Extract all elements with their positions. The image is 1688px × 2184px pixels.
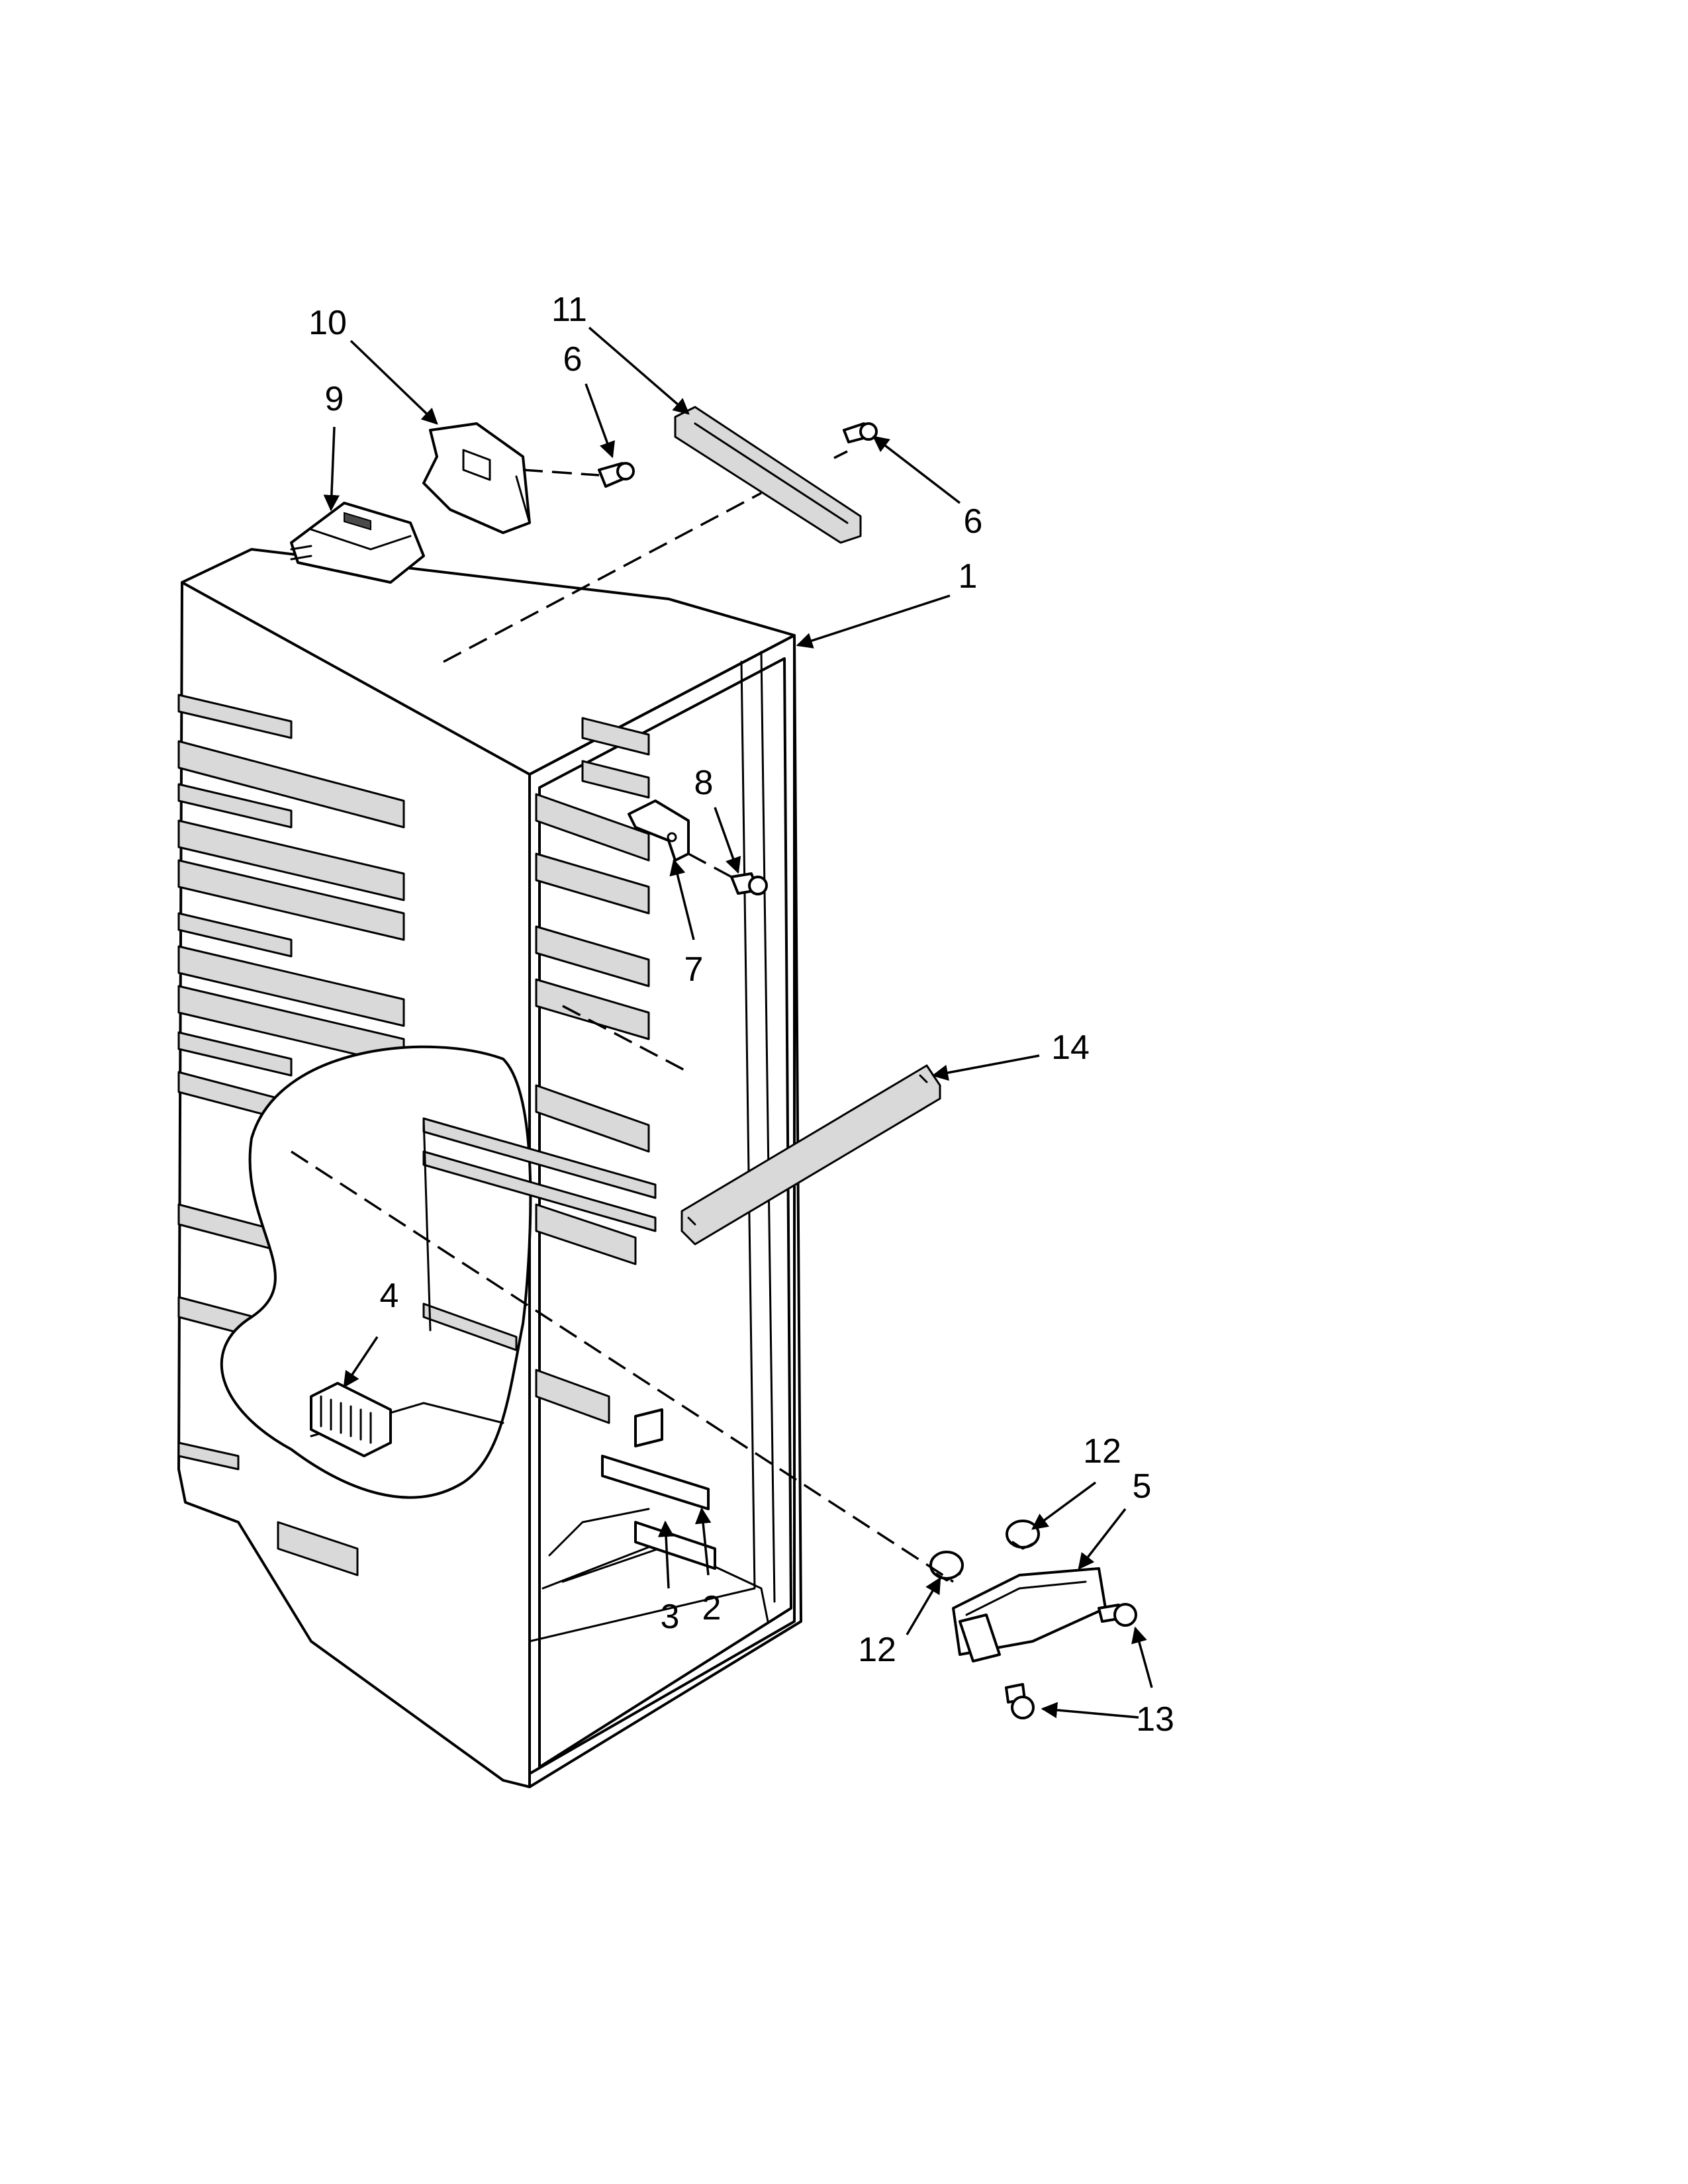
cutaway-view [220, 1045, 657, 1499]
callout-4: 4 [380, 1277, 399, 1315]
callout-2: 2 [702, 1589, 722, 1627]
callout-5: 5 [1133, 1467, 1152, 1506]
screw-part-13-upper [1098, 1603, 1137, 1627]
callout-11: 11 [551, 291, 587, 329]
callout-14: 14 [1051, 1028, 1090, 1067]
callout-12-lower: 12 [858, 1631, 896, 1669]
callout-1: 1 [959, 557, 978, 596]
bracket-part-10 [422, 422, 531, 534]
right-wall-shelf-rails [535, 717, 650, 1424]
callout-7: 7 [684, 950, 704, 989]
screw-part-13-lower [1005, 1683, 1035, 1719]
part-2-and-3 [601, 1408, 716, 1570]
callout-13: 13 [1136, 1700, 1174, 1739]
trim-part-11 [674, 406, 862, 544]
callout-3: 3 [661, 1598, 680, 1636]
screw-part-6-left [598, 462, 635, 488]
grille-part-4 [310, 1382, 392, 1457]
screw-part-6-right [843, 422, 878, 443]
callout-8: 8 [694, 764, 714, 802]
callout-6-left: 6 [563, 340, 583, 379]
bulb-part-12-lower [929, 1551, 964, 1582]
leader-lines [323, 326, 1153, 1719]
assembly-guide-lines [291, 450, 954, 1583]
bulb-part-12-upper [1006, 1520, 1040, 1550]
control-housing-part-9 [290, 502, 425, 584]
callouts: 1 2 3 4 5 6 6 7 8 9 10 11 12 12 13 14 [308, 291, 1174, 1739]
light-housing-part-5 [952, 1567, 1107, 1662]
bracket-part-7 [628, 799, 690, 862]
callout-6-right: 6 [964, 502, 983, 541]
callout-12-upper: 12 [1083, 1432, 1121, 1471]
cover-part-14 [680, 1064, 941, 1246]
callout-10: 10 [308, 304, 347, 342]
screw-part-8 [730, 872, 768, 895]
callout-9: 9 [325, 380, 344, 418]
